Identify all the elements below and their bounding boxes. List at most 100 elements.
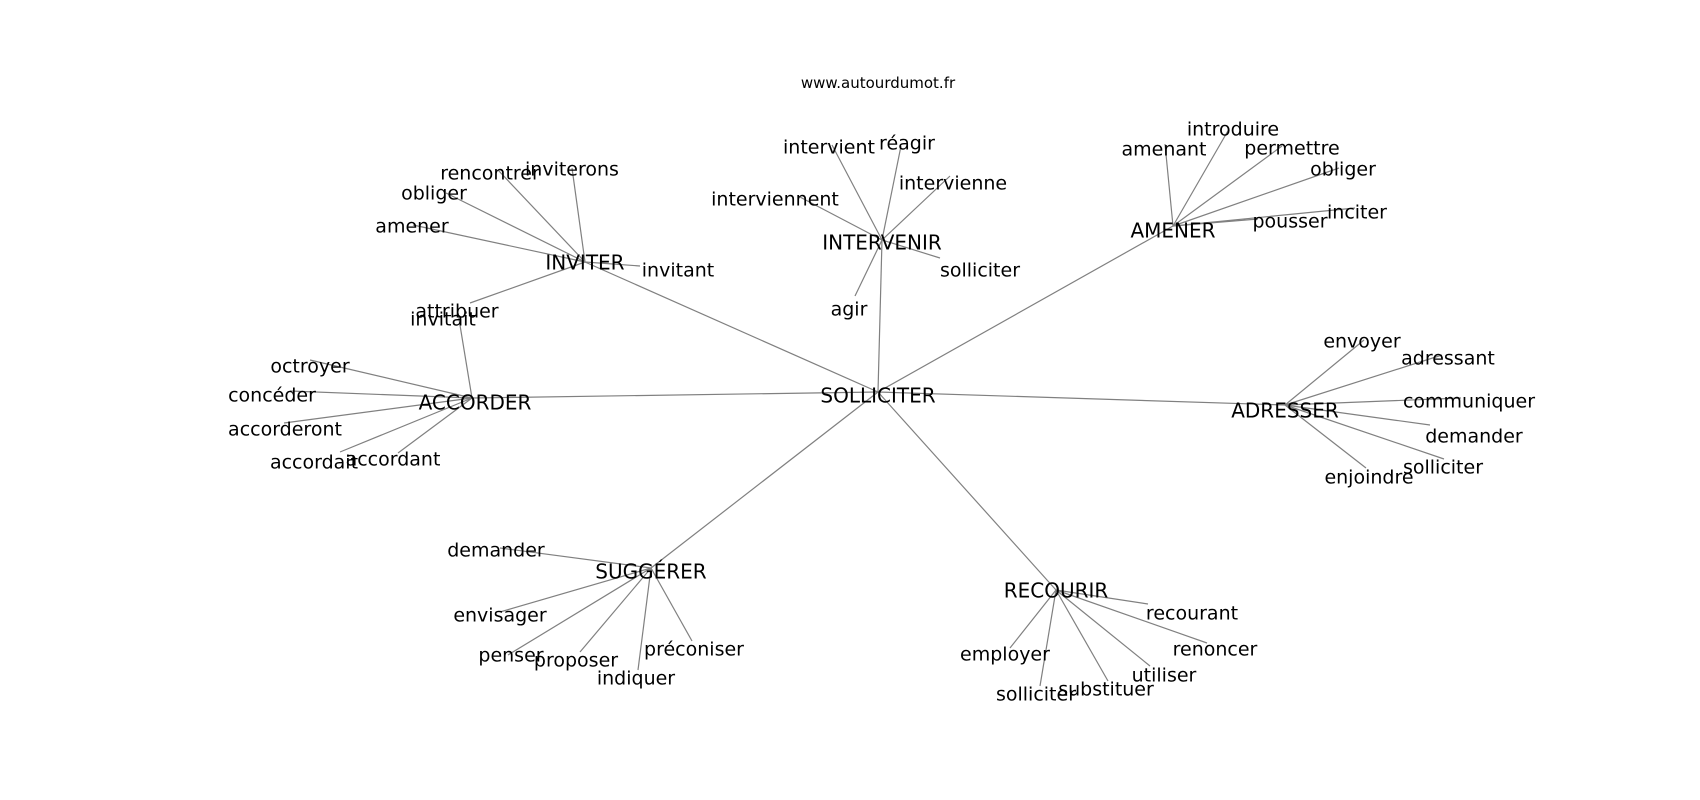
- hub-node-amener: AMENER: [1130, 219, 1215, 243]
- leaf-node-label: permettre: [1244, 138, 1339, 160]
- edge-center-accorder: [471, 391, 879, 399]
- edge-accorder-leaf: [289, 390, 473, 399]
- center-node-label: SOLLICITER: [820, 384, 935, 408]
- leaf-node-label: demander: [1425, 426, 1523, 448]
- edge-accorder-leaf: [283, 397, 473, 424]
- edge-accorder-leaf: [457, 312, 473, 399]
- graph-edges: [283, 128, 1462, 687]
- edge-inviter-leaf: [412, 224, 586, 263]
- leaf-node-label: accorderont: [228, 419, 342, 441]
- edge-intervenir-leaf: [881, 145, 902, 241]
- leaf-node-label: accordant: [346, 449, 441, 471]
- edge-accorder-leaf: [309, 359, 473, 399]
- hub-node-recourir: RECOURIR: [1004, 579, 1109, 603]
- leaf-node-label: demander: [447, 540, 545, 562]
- edge-amener-leaf: [1172, 128, 1230, 227]
- leaf-node-label: octroyer: [270, 356, 349, 378]
- edge-suggerer-leaf: [499, 547, 652, 569]
- edge-accorder-leaf: [339, 397, 473, 453]
- leaf-node-label: pousser: [1252, 211, 1327, 233]
- leaf-node-label: amener: [375, 216, 449, 238]
- leaf-node-label: amenant: [1121, 139, 1206, 161]
- leaf-node-label: rencontrer: [440, 163, 540, 185]
- edge-adresser-leaf: [1284, 404, 1367, 469]
- edge-recourir-leaf: [1055, 589, 1149, 605]
- site-url: www.autourdumot.fr: [801, 74, 956, 92]
- leaf-node-label: indiquer: [597, 668, 675, 690]
- leaf-node-label: accordait: [270, 452, 358, 474]
- hub-node-adresser: ADRESSER: [1231, 399, 1339, 423]
- edge-suggerer-leaf: [579, 567, 652, 653]
- hub-node-inviter: INVITER: [545, 251, 624, 275]
- leaf-node-label: invitant: [642, 260, 714, 282]
- leaf-node-label: intervienne: [899, 173, 1007, 195]
- leaf-node-label: solliciter: [940, 260, 1020, 282]
- edge-adresser-leaf: [1284, 339, 1365, 406]
- leaf-node-label: proposer: [534, 650, 618, 672]
- edge-center-intervenir: [877, 239, 883, 393]
- edge-accorder-leaf: [397, 397, 473, 454]
- leaf-node-label: réagir: [879, 133, 935, 155]
- edge-amener-leaf: [1164, 143, 1174, 227]
- edge-center-amener: [877, 225, 1174, 393]
- edge-suggerer-leaf: [499, 567, 652, 613]
- edge-amener-leaf: [1172, 218, 1259, 227]
- edge-inviter-leaf: [571, 167, 586, 263]
- edge-inviter-leaf: [497, 169, 586, 263]
- leaf-node-label: enjoindre: [1324, 467, 1413, 489]
- leaf-node-label: employer: [960, 644, 1050, 666]
- hub-node-suggerer: SUGGÉRER: [595, 560, 707, 584]
- leaf-node-label: recourant: [1146, 603, 1238, 625]
- hub-node-intervenir: INTERVENIR: [822, 231, 942, 255]
- edge-center-adresser: [877, 391, 1286, 406]
- leaf-node-label: solliciter: [996, 684, 1076, 706]
- edge-intervenir-leaf: [831, 144, 883, 241]
- leaf-node-label: attribuer: [415, 301, 498, 323]
- edge-inviter-leaf: [469, 261, 586, 304]
- edge-inviter-leaf: [584, 261, 641, 267]
- hub-node-accorder: ACCORDER: [419, 391, 532, 415]
- edge-center-inviter: [584, 261, 879, 393]
- leaf-node-label: envisager: [453, 605, 547, 627]
- leaf-node-label: envoyer: [1323, 331, 1401, 353]
- leaf-node-label: utiliser: [1132, 665, 1197, 687]
- leaf-node-label: invitait: [410, 309, 476, 331]
- edge-intervenir-leaf: [881, 239, 941, 259]
- edge-inviter-leaf: [445, 192, 586, 263]
- leaf-node-label: renoncer: [1173, 639, 1258, 661]
- leaf-node-label: introduire: [1187, 119, 1279, 141]
- edge-recourir-leaf: [1039, 589, 1057, 687]
- edge-adresser-leaf: [1284, 397, 1462, 406]
- edge-center-recourir: [877, 391, 1057, 591]
- leaf-node-label: concéder: [228, 385, 316, 407]
- edge-recourir-leaf: [1009, 589, 1057, 649]
- leaf-node-label: agir: [831, 299, 868, 321]
- edge-suggerer-leaf: [507, 567, 652, 656]
- leaf-node-label: adressant: [1401, 348, 1495, 370]
- edge-adresser-leaf: [1284, 404, 1445, 460]
- edge-intervenir-leaf: [881, 175, 951, 241]
- leaf-node-label: inviterons: [525, 159, 619, 181]
- edge-adresser-leaf: [1284, 354, 1443, 406]
- leaf-node-label: obliger: [1310, 159, 1376, 181]
- leaf-node-label: communiquer: [1403, 391, 1535, 413]
- leaf-node-label: inciter: [1327, 202, 1387, 224]
- edge-amener-leaf: [1172, 145, 1283, 227]
- leaf-node-label: interviennent: [711, 189, 839, 211]
- edge-recourir-leaf: [1055, 589, 1151, 667]
- edge-amener-leaf: [1172, 167, 1340, 227]
- leaf-node-label: substituer: [1058, 679, 1154, 701]
- edge-suggerer-leaf: [637, 567, 652, 671]
- leaf-node-label: obliger: [401, 183, 467, 205]
- edge-intervenir-leaf: [797, 195, 883, 241]
- leaf-node-label: solliciter: [1403, 457, 1483, 479]
- edge-adresser-leaf: [1284, 404, 1431, 426]
- edge-suggerer-leaf: [650, 567, 693, 642]
- leaf-node-label: penser: [478, 645, 543, 667]
- edge-recourir-leaf: [1055, 589, 1208, 644]
- edge-recourir-leaf: [1055, 589, 1109, 682]
- leaf-node-label: préconiser: [644, 639, 744, 661]
- edge-center-suggerer: [650, 391, 879, 569]
